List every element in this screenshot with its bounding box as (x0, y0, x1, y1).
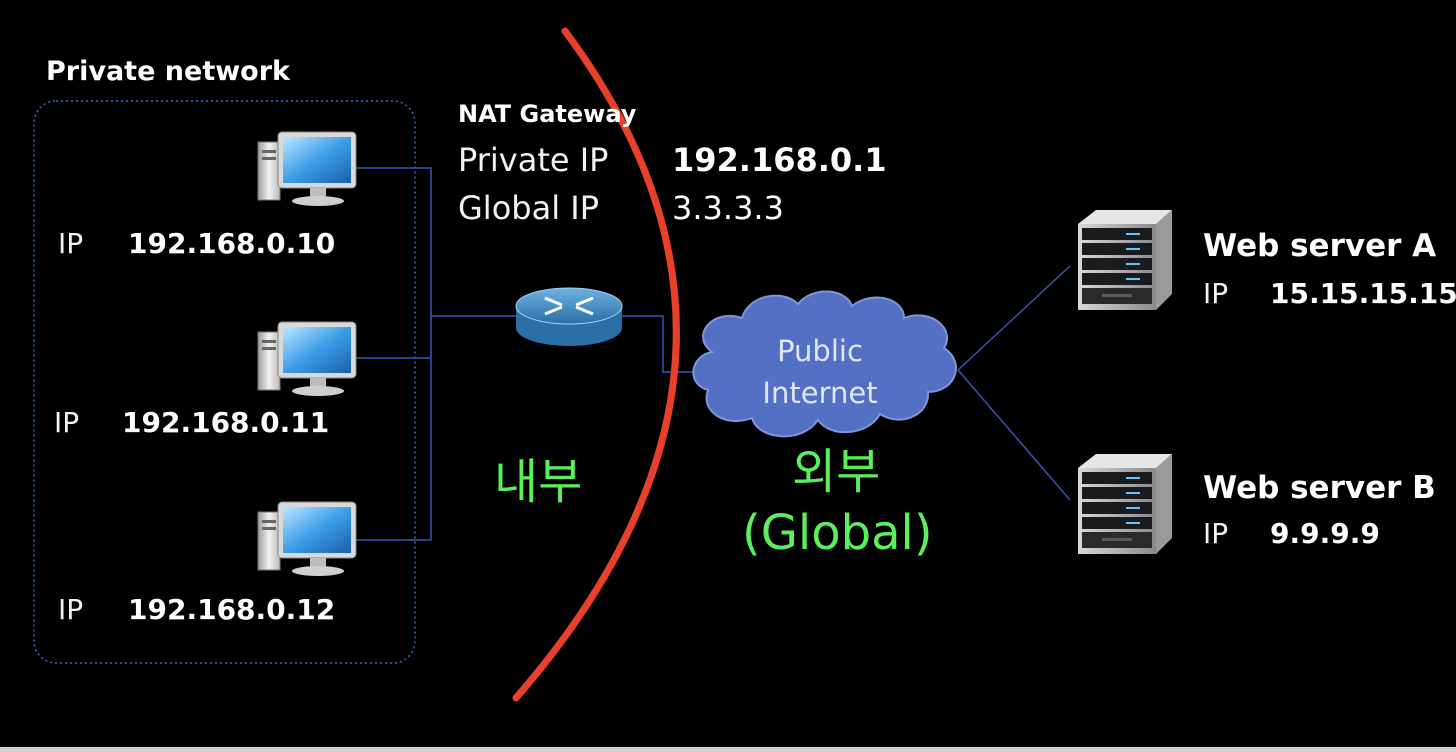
server-name: Web server A (1203, 228, 1437, 264)
host-ip-label: IP (58, 227, 84, 260)
host-ip-value: 192.168.0.12 (128, 593, 336, 626)
inside-zone-label: 내부 (494, 454, 583, 510)
desktop-computer-icon (257, 131, 357, 207)
nat-global-ip-value: 3.3.3.3 (672, 189, 784, 227)
server-ip-value: 15.15.15.15 (1270, 277, 1456, 310)
cloud-label: Public Internet (730, 330, 910, 414)
outside-zone-label: 외부 (792, 444, 881, 500)
outside-zone-sublabel: (Global) (742, 505, 933, 561)
server-ip-value: 9.9.9.9 (1270, 517, 1380, 550)
host-ip-label: IP (54, 406, 80, 439)
nat-gateway-title: NAT Gateway (458, 100, 637, 128)
nat-global-ip-label: Global IP (458, 189, 599, 227)
server-name: Web server B (1203, 470, 1436, 506)
host-ip-label: IP (58, 593, 84, 626)
server-ip-label: IP (1203, 277, 1229, 310)
server-rack-icon (1078, 454, 1172, 554)
server-rack-icon (1078, 210, 1172, 310)
host-ip-value: 192.168.0.11 (122, 406, 330, 439)
cloud-label-line1: Public (777, 334, 863, 368)
private-network-label: Private network (46, 56, 291, 87)
cloud-icon (692, 290, 957, 438)
nat-boundary-arc (512, 27, 680, 702)
desktop-computer-icon (257, 501, 357, 577)
router-icon (515, 287, 623, 346)
desktop-computer-icon (257, 321, 357, 397)
connector-lines (348, 167, 1071, 541)
bottom-divider (0, 747, 1456, 752)
private-network-boundary (33, 100, 416, 664)
nat-private-ip-label: Private IP (458, 141, 609, 179)
server-ip-label: IP (1203, 517, 1229, 550)
nat-private-ip-value: 192.168.0.1 (672, 141, 887, 179)
host-ip-value: 192.168.0.10 (128, 227, 336, 260)
cloud-label-line2: Internet (762, 376, 878, 410)
